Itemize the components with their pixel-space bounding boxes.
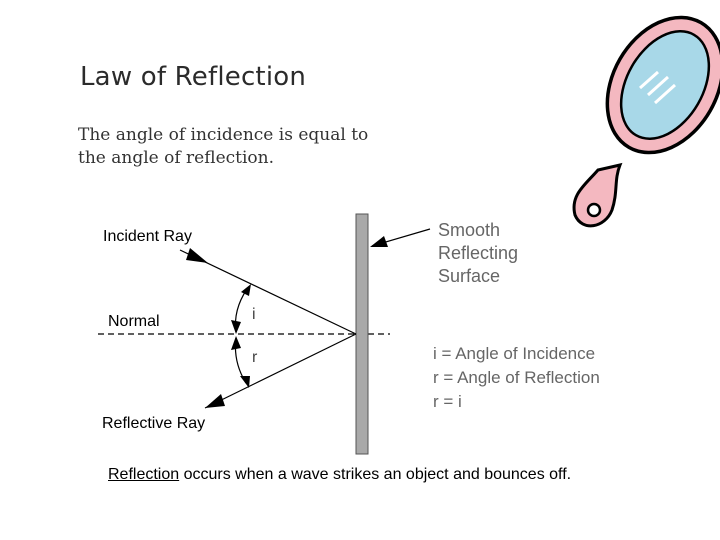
surface-label-line3: Surface xyxy=(438,266,501,286)
caption-term: Reflection xyxy=(108,466,180,483)
legend-item: r = i xyxy=(433,392,462,411)
surface-label: Smooth Reflecting Surface xyxy=(438,219,518,288)
incident-arrowhead xyxy=(186,248,208,263)
legend-item: r = Angle of Reflection xyxy=(433,368,600,387)
reflective-ray-label: Reflective Ray xyxy=(102,415,206,432)
slide-title: Law of Reflection xyxy=(80,62,307,92)
reflected-arrowhead xyxy=(205,394,225,408)
angle-r-label: r xyxy=(252,349,258,366)
angle-i-label: i xyxy=(252,306,256,323)
definition-caption: Reflection occurs when a wave strikes an… xyxy=(108,466,571,484)
angle-legend: i = Angle of Incidence r = Angle of Refl… xyxy=(433,342,600,414)
hand-mirror-icon xyxy=(572,15,720,228)
surface-label-line2: Reflecting xyxy=(438,243,519,263)
incident-ray-label: Incident Ray xyxy=(103,228,192,245)
caption-text: occurs when a wave strikes an object and… xyxy=(179,466,572,483)
reflected-ray xyxy=(204,333,357,409)
normal-label: Normal xyxy=(108,313,160,330)
surface-label-line1: Smooth xyxy=(438,220,501,240)
law-statement-line2: the angle of reflection. xyxy=(78,148,275,168)
incident-ray xyxy=(179,249,357,335)
law-statement: The angle of incidence is equal to the a… xyxy=(78,124,438,170)
law-statement-line1: The angle of incidence is equal to xyxy=(78,125,369,145)
legend-item: i = Angle of Incidence xyxy=(433,344,596,363)
reflecting-surface xyxy=(355,213,369,455)
